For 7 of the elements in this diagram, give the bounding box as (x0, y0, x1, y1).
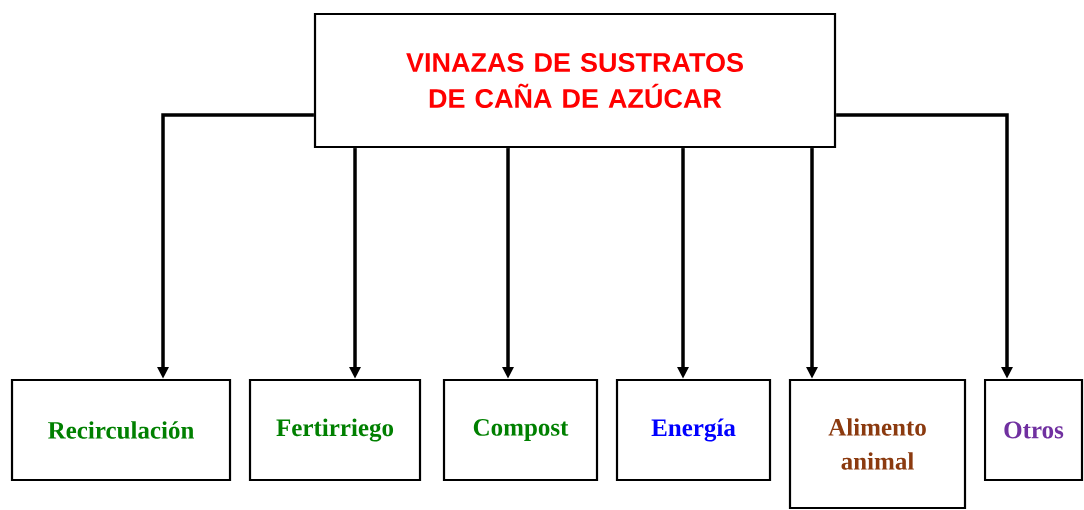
category-box: Fertirriego (248, 378, 422, 482)
category-box: Recirculación (10, 378, 232, 482)
category-box: Alimento animal (788, 378, 967, 510)
title-box: VINAZAS DE SUSTRATOS DE CAÑA DE AZÚCAR (313, 12, 837, 149)
category-box: Energía (615, 378, 772, 482)
category-box: Compost (442, 378, 599, 482)
category-box: Otros (983, 378, 1084, 482)
